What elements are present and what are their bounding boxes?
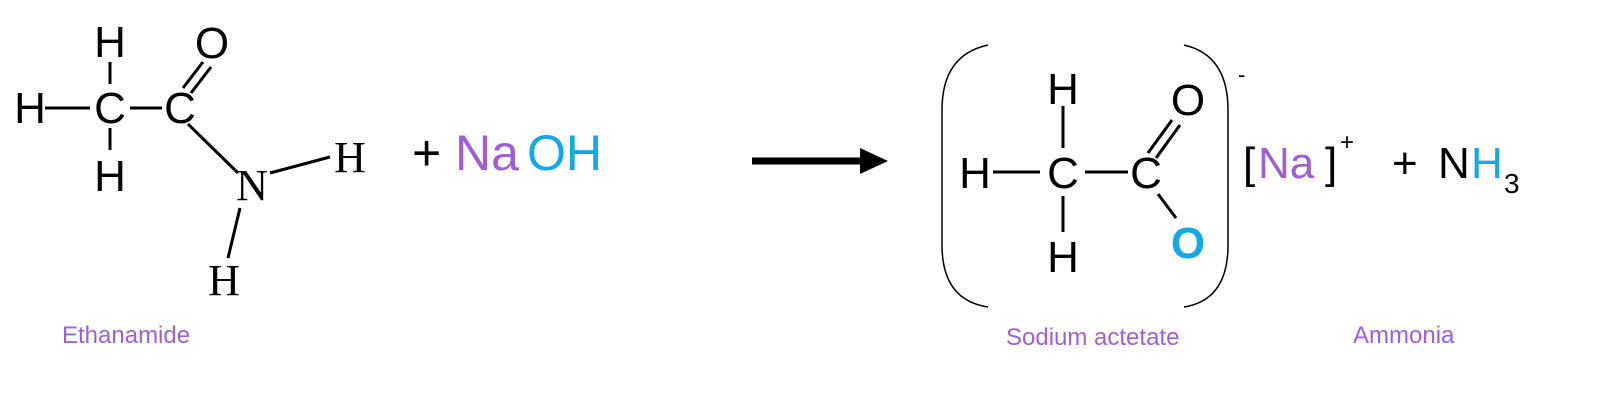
bond-c2-o-double-a: [181, 61, 205, 89]
atom-h-bottom: H: [94, 152, 126, 201]
ethanamide-structure: H H C H C O N H H: [14, 18, 366, 305]
acetate-structure: H H C H C O O: [959, 65, 1205, 282]
bracket-left: [941, 44, 989, 308]
label-ammonia: Ammonia: [1353, 322, 1455, 349]
reaction-arrow: [752, 148, 888, 174]
bracket-right: [1183, 44, 1229, 308]
atom-h-top: H: [94, 18, 126, 67]
atom-p-c1: C: [1047, 149, 1079, 198]
counter-ion-charge-plus: +: [1340, 129, 1354, 156]
atom-o: O: [195, 19, 229, 68]
bond-n-hn2: [226, 207, 242, 259]
reagent-oh: OH: [527, 125, 602, 181]
ion-charge-minus: -: [1238, 62, 1245, 87]
reagent-na: Na: [455, 125, 519, 181]
atom-p-c2: C: [1130, 149, 1162, 198]
counter-ion-close-bracket: ]: [1325, 139, 1337, 188]
atom-n: N: [236, 161, 268, 210]
byproduct-subscript-3: 3: [1504, 168, 1520, 199]
atom-p-h-left: H: [959, 149, 991, 198]
label-ethanamide: Ethanamide: [62, 322, 190, 349]
byproduct-h: H: [1471, 139, 1503, 188]
byproduct-n: N: [1438, 139, 1470, 188]
bond-c2-o-double-b: [189, 66, 213, 94]
arrow-head: [860, 148, 888, 174]
counter-ion-na: Na: [1258, 139, 1315, 188]
bond-c2-n: [186, 122, 240, 175]
plus-sign-1: +: [412, 125, 441, 181]
atom-p-o-minus: O: [1171, 219, 1205, 268]
bond-n-hn1: [269, 155, 331, 175]
atom-h-n2: H: [208, 256, 240, 305]
atom-h-left: H: [14, 84, 46, 133]
bond-p-c2-ominus: [1156, 193, 1178, 219]
atom-h-n1: H: [334, 133, 366, 182]
bond-p-c2-o-double-a: [1146, 119, 1174, 154]
atom-c2: C: [164, 84, 196, 133]
atom-p-h-bottom: H: [1047, 233, 1079, 282]
atom-c1: C: [94, 84, 126, 133]
counter-ion-open-bracket: [: [1243, 139, 1255, 188]
atom-p-h-top: H: [1047, 65, 1079, 114]
acetate-bracket: [941, 44, 1229, 308]
atom-p-o: O: [1171, 76, 1205, 125]
bond-p-c2-o-double-b: [1154, 124, 1182, 159]
label-sodium-acetate: Sodium actetate: [1006, 324, 1179, 351]
plus-sign-2: +: [1392, 139, 1418, 188]
